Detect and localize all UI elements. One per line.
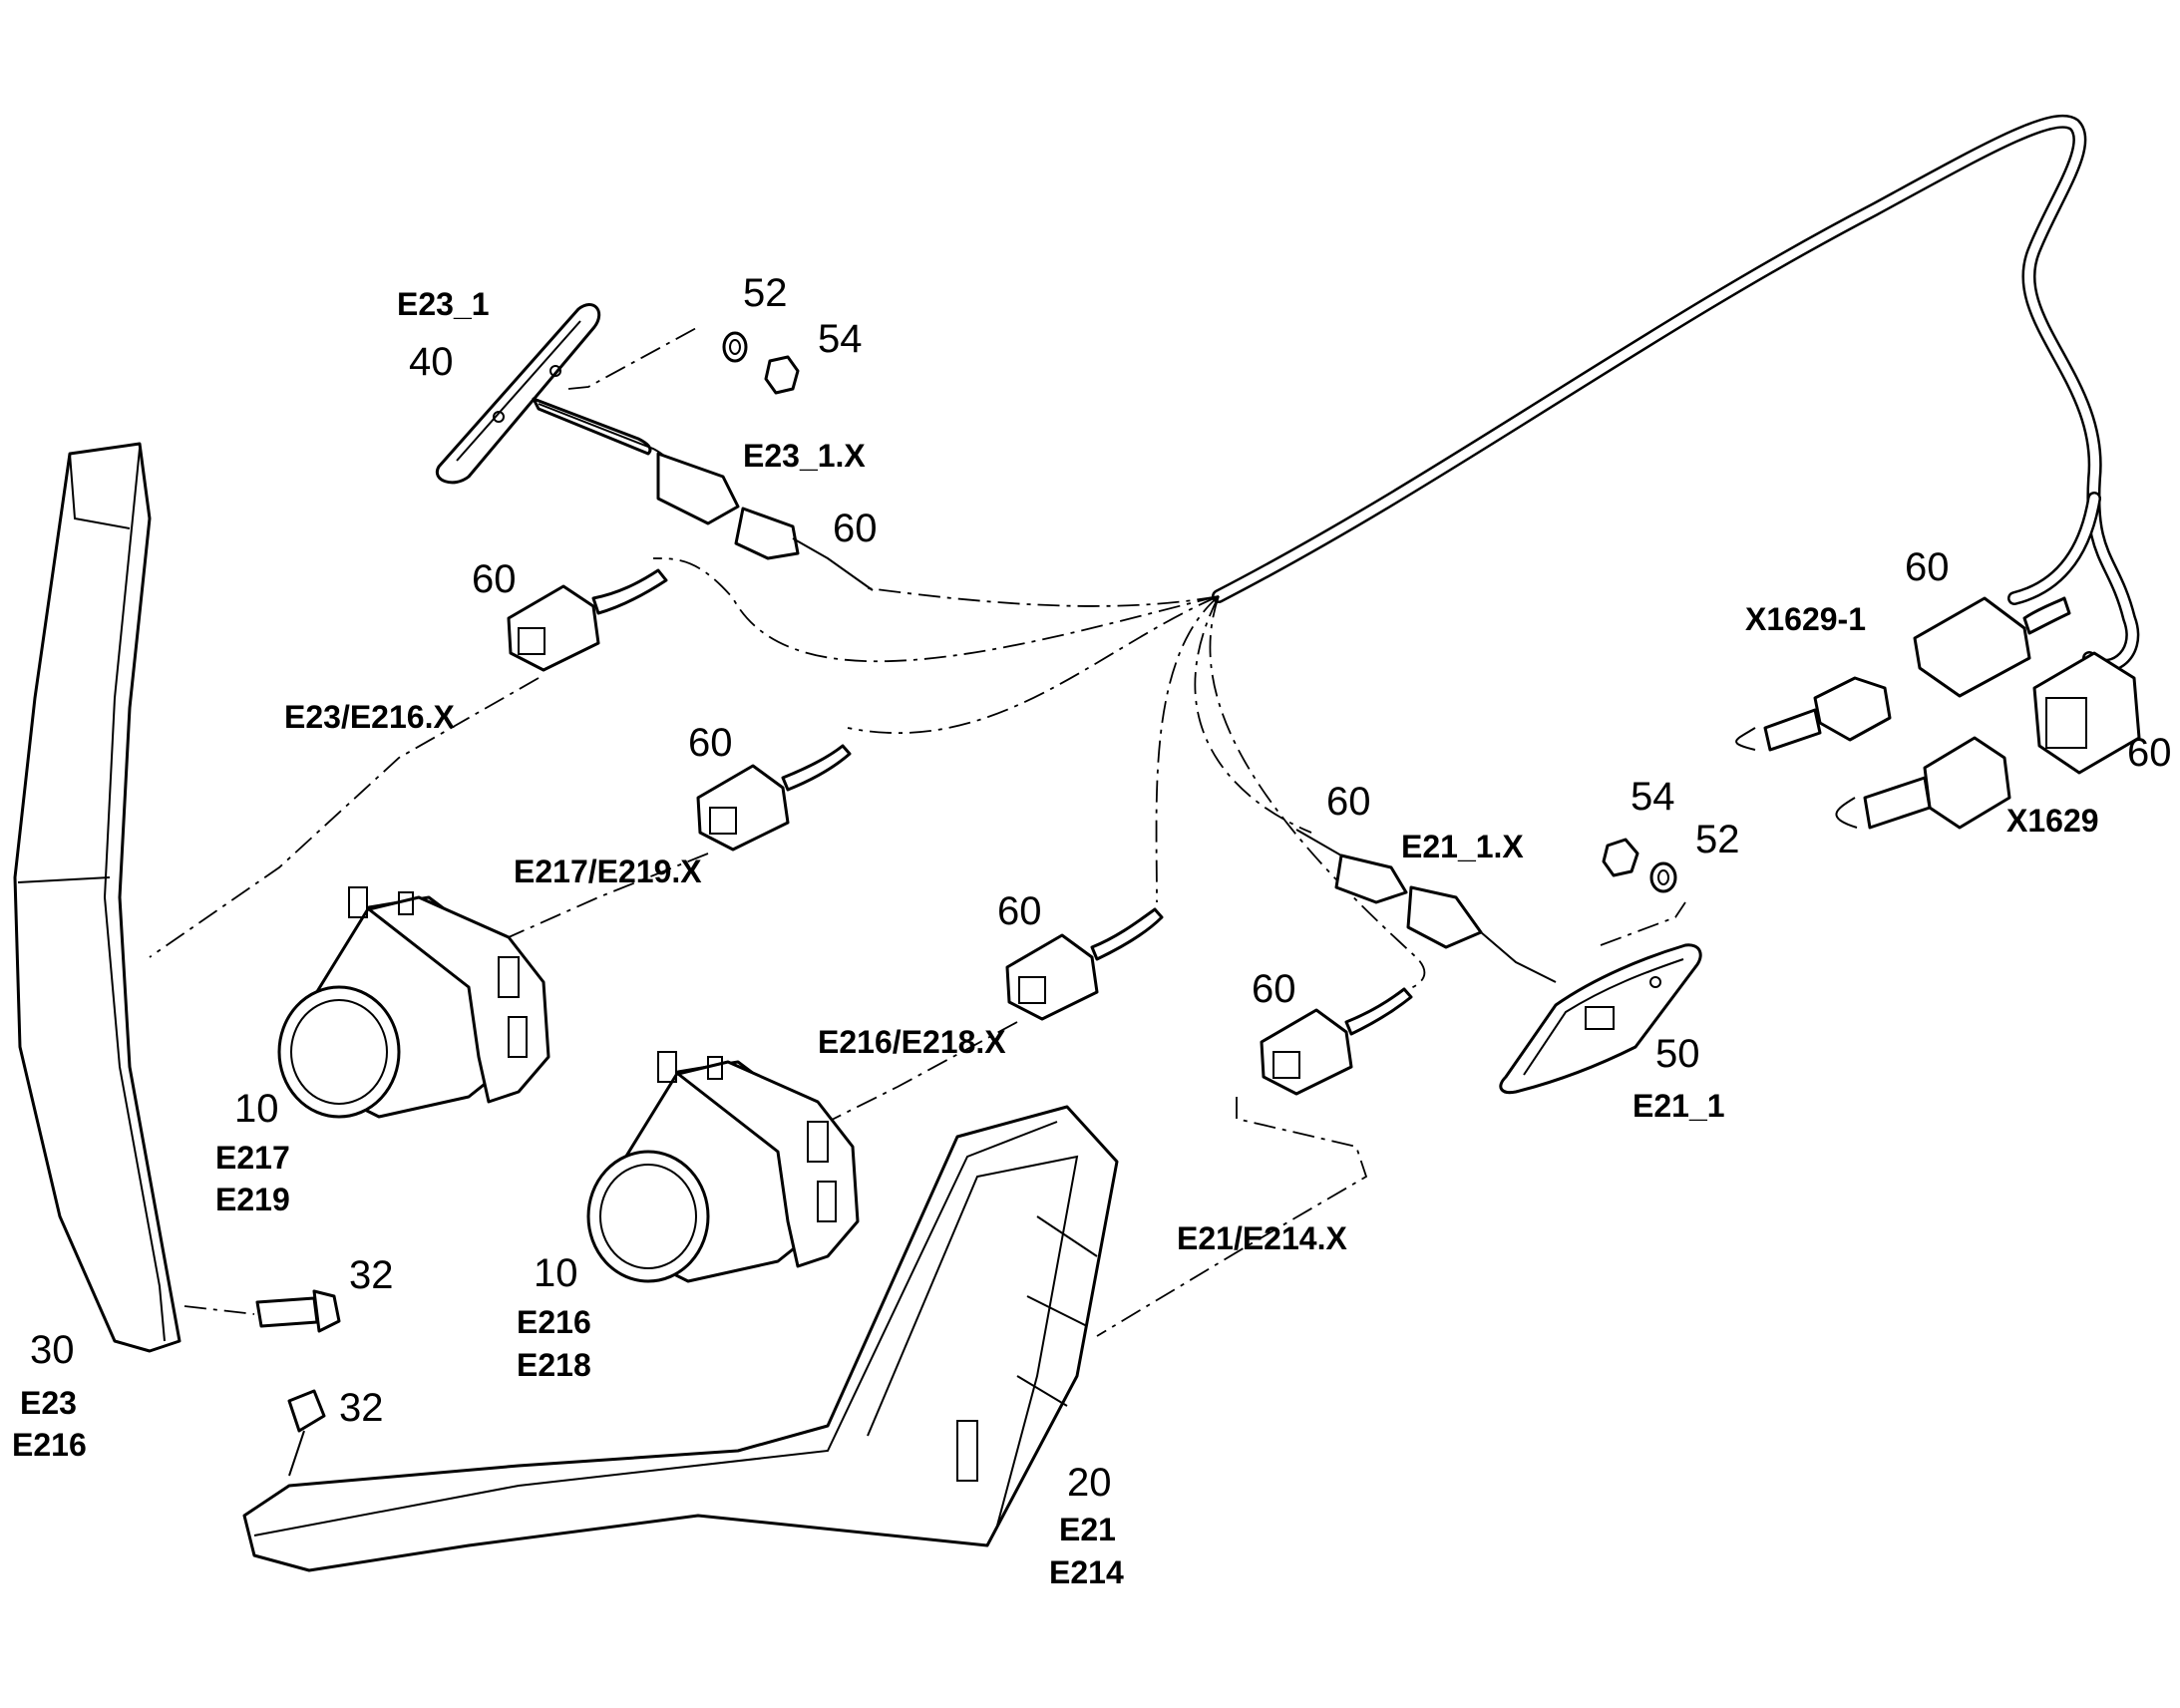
- label-conn-e23-1x-code: E23_1.X: [743, 438, 866, 474]
- label-lamp-e21-1-num: 50: [1655, 1032, 1700, 1076]
- label-strip-bottom-code-1: E21: [1059, 1512, 1116, 1547]
- label-nut-right: 54: [1631, 775, 1675, 819]
- lamp-e23-1-part: [435, 303, 674, 485]
- headlamp-left-part: [277, 886, 550, 1119]
- label-conn-e23-e216-code: E23/E216.X: [284, 699, 455, 735]
- label-headlamp-right-num: 10: [534, 1251, 578, 1295]
- label-strip-left-num: 30: [30, 1328, 75, 1372]
- connector-e23-1x-part: [656, 452, 874, 591]
- connector-x1629-part: [1835, 651, 2141, 830]
- label-strip-bottom-code-2: E214: [1049, 1554, 1124, 1590]
- label-washer-top: 52: [743, 271, 788, 315]
- label-strip-bottom-num: 20: [1067, 1461, 1112, 1505]
- label-conn-x1629-1-code: X1629-1: [1745, 601, 1866, 637]
- leader-e21-e214: [1096, 1097, 1368, 1337]
- leader-e23-e216: [149, 677, 540, 958]
- connector-e21-e214-part: [1260, 987, 1413, 1096]
- label-conn-e216-e218-num: 60: [997, 889, 1042, 933]
- nut-washer-right: [1602, 838, 1677, 893]
- label-conn-e216-e218-code: E216/E218.X: [818, 1024, 1006, 1060]
- connector-e216-e218-part: [1005, 907, 1164, 1021]
- label-strip-left-code-2: E216: [12, 1427, 87, 1463]
- label-conn-e21-e214-code: E21/E214.X: [1177, 1220, 1347, 1256]
- label-headlamp-right-code-2: E218: [517, 1347, 591, 1383]
- label-headlamp-left-code-2: E219: [215, 1182, 290, 1217]
- label-headlamp-left-num: 10: [234, 1087, 279, 1131]
- leader-lamp-e23-1: [567, 326, 699, 390]
- label-conn-x1629-code: X1629: [2006, 803, 2099, 839]
- label-conn-e21-1x-num: 60: [1326, 780, 1371, 824]
- connector-e21-1x-part: [1295, 829, 1557, 983]
- label-strip-left-code-1: E23: [20, 1385, 77, 1421]
- label-conn-e217-e219-num: 60: [688, 721, 733, 765]
- screw-upper-part: [255, 1289, 341, 1333]
- label-lamp-e23-1-num: 40: [409, 340, 454, 384]
- label-screw-upper: 32: [349, 1253, 394, 1297]
- label-conn-e217-e219-code: E217/E219.X: [514, 854, 702, 889]
- label-conn-e21-e214-num: 60: [1252, 967, 1296, 1011]
- washer-nut-top: [722, 331, 800, 395]
- label-conn-e23-e216-num: 60: [472, 557, 517, 601]
- connector-e217-e219-part: [696, 744, 852, 852]
- label-conn-e21-1x-code: E21_1.X: [1401, 829, 1524, 864]
- label-lamp-e21-1-code: E21_1: [1633, 1088, 1725, 1124]
- label-washer-right: 52: [1695, 818, 1740, 861]
- harness-branches: [652, 557, 1426, 993]
- label-conn-e23-1x-num: 60: [833, 507, 878, 550]
- label-headlamp-left-code-1: E217: [215, 1140, 290, 1176]
- strip-left-part: [13, 442, 182, 1353]
- connector-x1629-1-part: [1735, 596, 2071, 752]
- leader-lamp-e21-1: [1600, 901, 1686, 946]
- main-cable-harness: [1212, 114, 2140, 673]
- connector-e23-e216-part: [507, 568, 668, 672]
- label-headlamp-right-code-1: E216: [517, 1304, 591, 1340]
- leader-screw-upper: [183, 1305, 255, 1315]
- lamp-e21-1-part: [1499, 943, 1702, 1095]
- label-screw-lower: 32: [339, 1386, 384, 1430]
- label-nut-top: 54: [818, 317, 863, 361]
- strip-bottom-part: [242, 1105, 1119, 1572]
- label-lamp-e23-1-code: E23_1: [397, 286, 490, 322]
- screw-lower-part: [287, 1389, 326, 1477]
- headlamp-right-part: [586, 1051, 860, 1283]
- label-conn-x1629-1-num: 60: [1905, 545, 1950, 589]
- label-conn-x1629-num: 60: [2127, 731, 2172, 775]
